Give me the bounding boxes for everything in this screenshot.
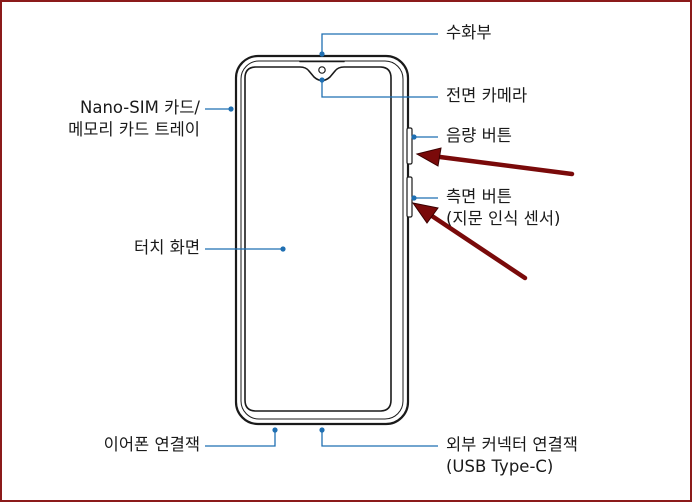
touch-screen-area — [244, 66, 392, 412]
label-side-button-line2: (지문 인식 센서) — [446, 209, 561, 228]
dot-external-connector — [319, 427, 325, 433]
leader-receiver — [321, 33, 438, 54]
label-external-connector: 외부 커넥터 연결잭 (USB Type-C) — [446, 434, 578, 478]
label-external-connector-line2: (USB Type-C) — [446, 457, 554, 476]
label-side-button: 측면 버튼 (지문 인식 센서) — [446, 186, 560, 230]
dot-front-camera — [319, 77, 325, 83]
label-front-camera: 전면 카메라 — [446, 86, 528, 105]
leader-lines — [205, 33, 438, 447]
leader-external-connector — [321, 430, 438, 447]
label-side-button-line1: 측면 버튼 — [446, 187, 512, 206]
dot-earphone-jack — [272, 427, 278, 433]
label-sim-tray-line2: 메모리 카드 트레이 — [68, 120, 200, 139]
label-external-connector-line1: 외부 커넥터 연결잭 — [446, 435, 578, 454]
label-touch-screen: 터치 화면 — [134, 238, 200, 257]
dot-volume-button — [411, 134, 417, 140]
label-volume-button: 음량 버튼 — [446, 126, 512, 145]
dot-sim-tray — [228, 106, 234, 112]
annotation-arrow-side-head — [411, 202, 439, 224]
dot-touch-screen — [280, 246, 286, 252]
leader-dots — [228, 51, 417, 433]
leader-front-camera — [321, 80, 438, 98]
front-camera-lens — [318, 66, 326, 74]
leader-earphone-jack — [205, 430, 276, 447]
label-sim-tray-line1: Nano-SIM 카드/ — [79, 98, 200, 117]
label-sim-tray: Nano-SIM 카드/ 메모리 카드 트레이 — [68, 97, 200, 141]
annotation-arrow-volume-head — [415, 147, 442, 167]
label-earphone-jack: 이어폰 연결잭 — [103, 435, 200, 454]
label-receiver: 수화부 — [446, 23, 492, 42]
dot-receiver — [319, 51, 325, 57]
annotation-arrow-volume-shaft — [437, 154, 575, 177]
annotation-arrow-side-shaft — [429, 213, 528, 281]
volume-button-shape — [406, 127, 413, 165]
side-button-shape — [406, 176, 413, 218]
annotation-arrows — [411, 147, 575, 281]
dot-side-button — [411, 195, 417, 201]
